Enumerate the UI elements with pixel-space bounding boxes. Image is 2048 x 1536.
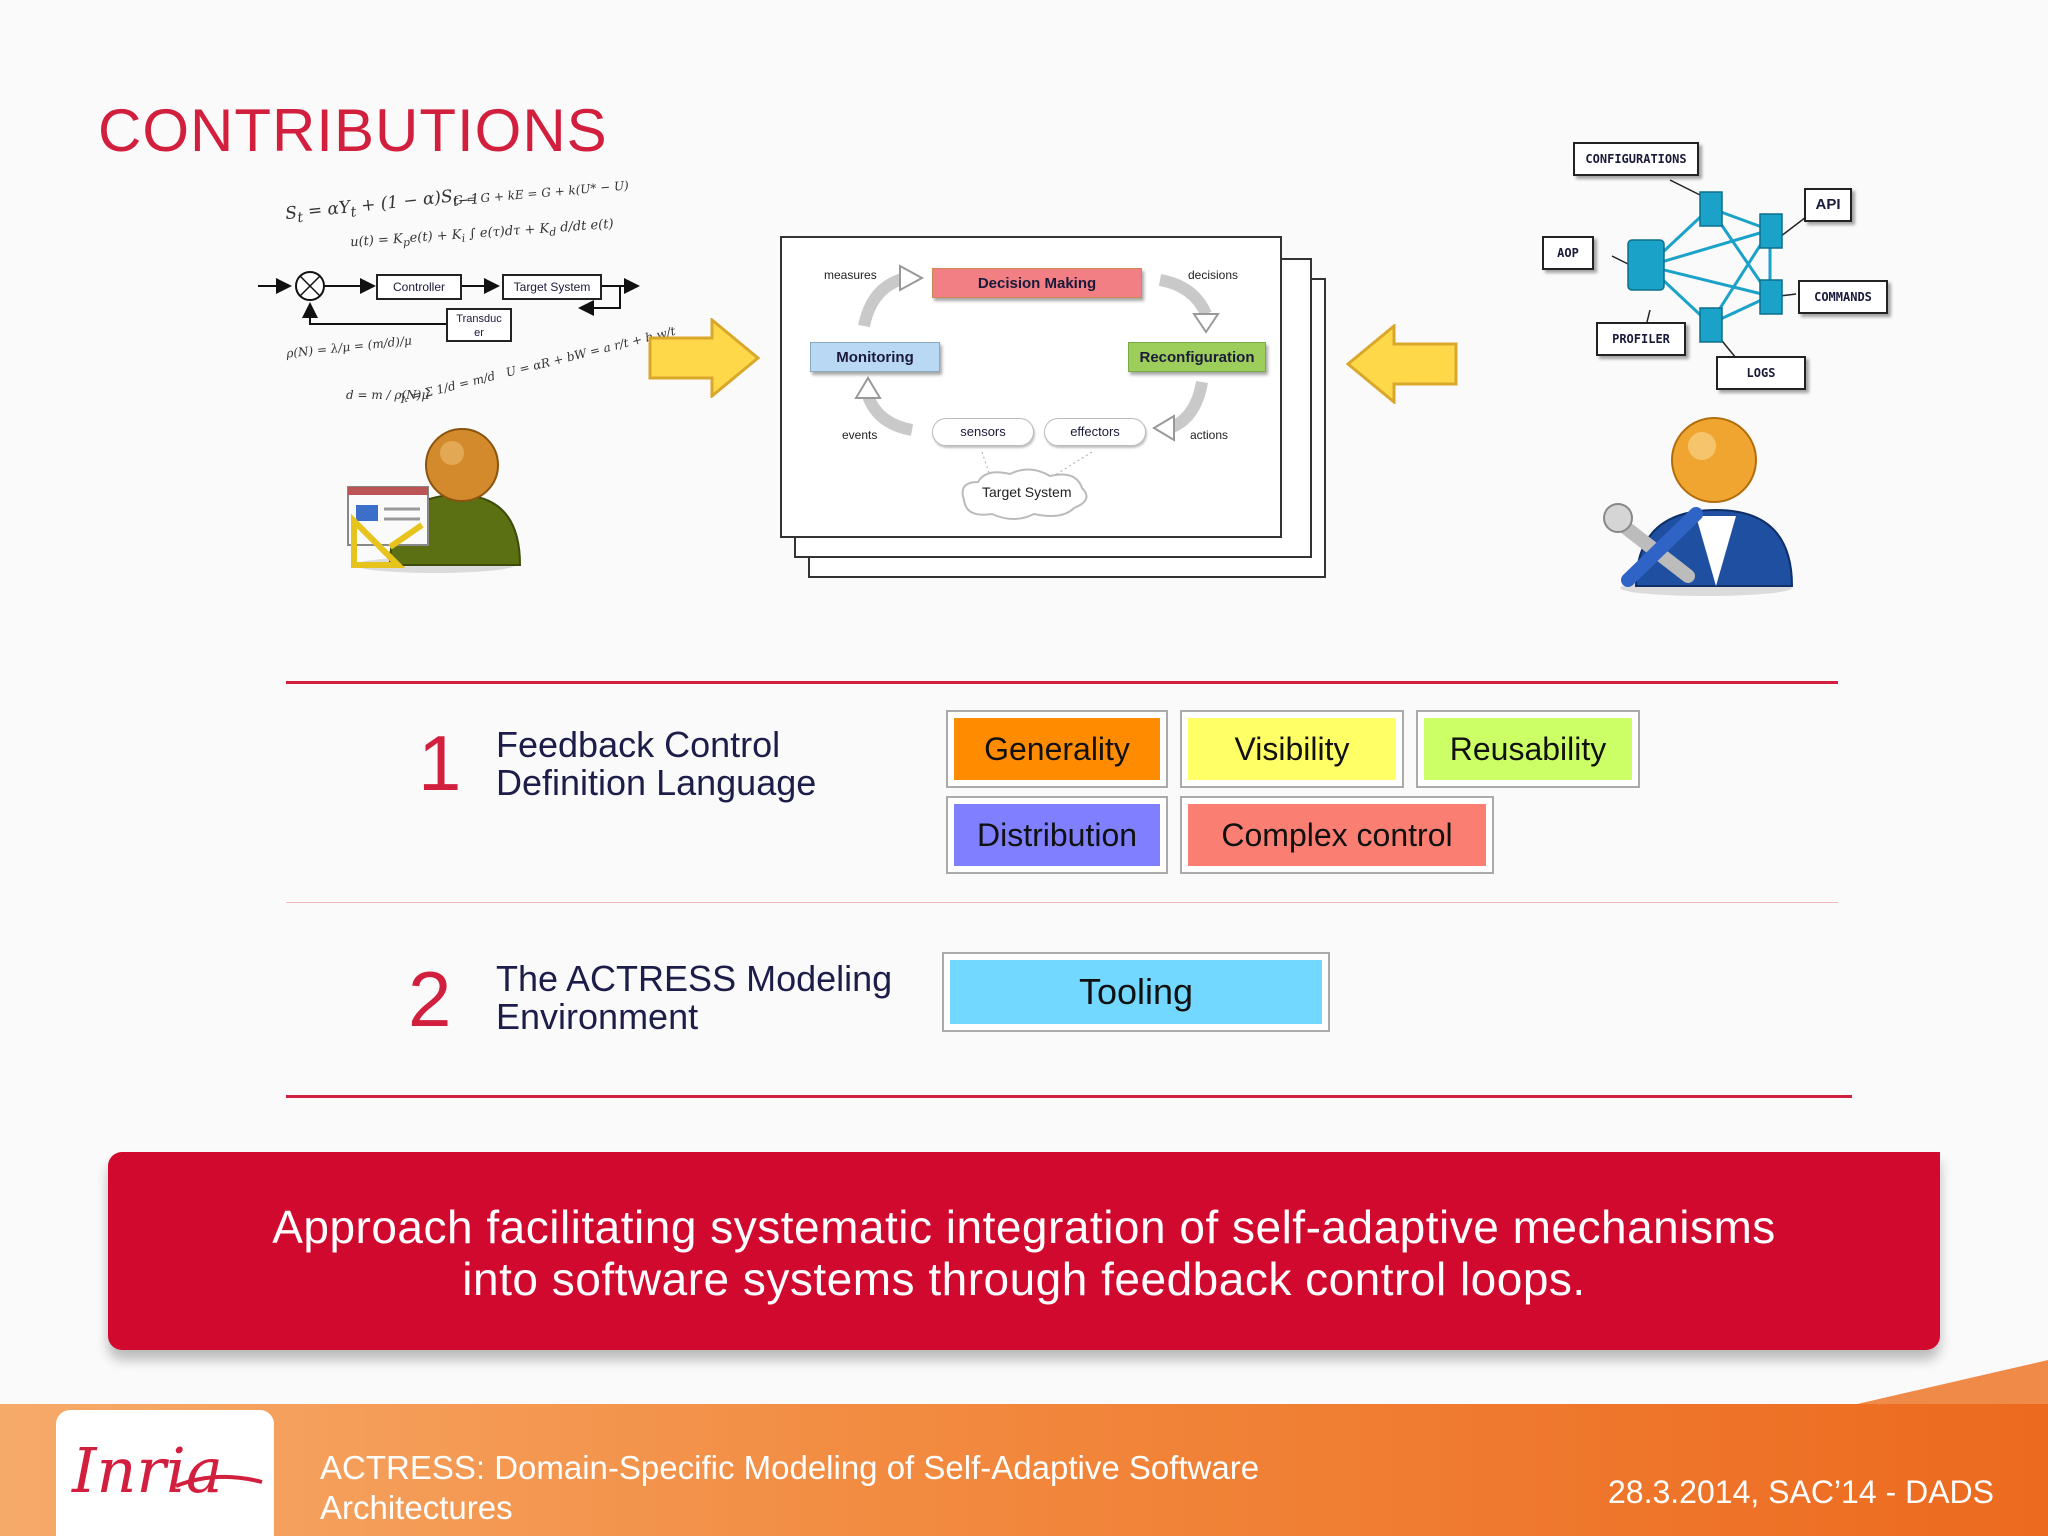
block-diagram [258, 271, 640, 325]
slide-title: CONTRIBUTIONS [98, 97, 608, 164]
section-1-number: 1 [418, 719, 462, 807]
person-with-drafting-board-icon [340, 425, 530, 575]
footer-title-line-1: ACTRESS: Domain-Specific Modeling of Sel… [320, 1449, 1260, 1486]
generality-chip-label: Generality [954, 718, 1160, 780]
reusability-chip-label: Reusability [1424, 718, 1632, 780]
section-2-line-1: The ACTRESS Modeling [496, 958, 893, 999]
divider-middle [286, 902, 1838, 903]
controller-box: Controller [376, 274, 462, 300]
visibility-chip: Visibility [1180, 710, 1404, 788]
target-system-box: Target System [502, 274, 602, 300]
tooling-chip: Tooling [942, 952, 1330, 1032]
distribution-chip-label: Distribution [954, 804, 1160, 866]
logs-label: LOGS [1716, 356, 1806, 390]
actions-label: actions [1190, 428, 1229, 442]
api-label: API [1804, 188, 1852, 222]
configurations-label: CONFIGURATIONS [1573, 142, 1699, 176]
complex-control-chip-label: Complex control [1188, 804, 1486, 866]
visibility-chip-label: Visibility [1188, 718, 1396, 780]
distribution-chip: Distribution [946, 796, 1168, 874]
measures-label: measures [824, 268, 877, 282]
section-1-line-2: Definition Language [496, 762, 817, 803]
monitoring-node: Monitoring [810, 342, 940, 372]
banner-line-1: Approach facilitating systematic integra… [272, 1201, 1776, 1253]
decisions-label: decisions [1188, 268, 1239, 282]
target-system-cloud-label: Target System [982, 484, 1072, 500]
yellow-left-arrow-icon [1345, 322, 1458, 409]
sensors-node: sensors [932, 418, 1034, 446]
reconfiguration-node: Reconfiguration [1128, 342, 1266, 372]
commands-label: COMMANDS [1798, 280, 1888, 314]
transducer-box: Transduc er [446, 308, 512, 342]
effectors-node: effectors [1044, 418, 1146, 446]
yellow-right-arrow-icon [648, 316, 761, 403]
profiler-label: PROFILER [1596, 322, 1686, 356]
section-2-number: 2 [408, 955, 452, 1043]
footer-talk-title: ACTRESS: Domain-Specific Modeling of Sel… [320, 1448, 1259, 1528]
divider-bottom [286, 1095, 1852, 1098]
reusability-chip: Reusability [1416, 710, 1640, 788]
divider-top [286, 681, 1838, 684]
complex-control-chip: Complex control [1180, 796, 1494, 874]
footer-date: 28.3.2014, SAC’14 - DADS [1608, 1474, 1994, 1510]
aop-label: AOP [1542, 236, 1594, 270]
section-2-title: The ACTRESS Modeling Environment [496, 960, 892, 1036]
footer-bar [0, 1404, 2048, 1536]
section-2-line-2: Environment [496, 996, 699, 1037]
person-with-wrench-icon [1596, 410, 1796, 600]
tooling-chip-label: Tooling [950, 960, 1322, 1024]
decision-making-node: Decision Making [932, 268, 1142, 298]
footer-title-line-2: Architectures [320, 1489, 513, 1526]
inria-logo-text: Inria [71, 1434, 223, 1507]
feedback-loop-diagram: Decision Making Monitoring Reconfigurati… [780, 236, 1282, 538]
control-theory-diagram: St = αYt + (1 − α)St−1 G = G + kE = G + … [250, 170, 677, 420]
banner-line-2: into software systems through feedback c… [462, 1253, 1586, 1305]
inria-logo: Inria [56, 1410, 274, 1536]
generality-chip: Generality [946, 710, 1168, 788]
events-label: events [842, 428, 878, 442]
section-1-line-1: Feedback Control [496, 724, 781, 765]
summary-banner: Approach facilitating systematic integra… [108, 1152, 1940, 1350]
infrastructure-diagram: CONFIGURATIONS API AOP COMMANDS PROFILER… [1540, 140, 1900, 400]
section-1-title: Feedback Control Definition Language [496, 726, 816, 802]
